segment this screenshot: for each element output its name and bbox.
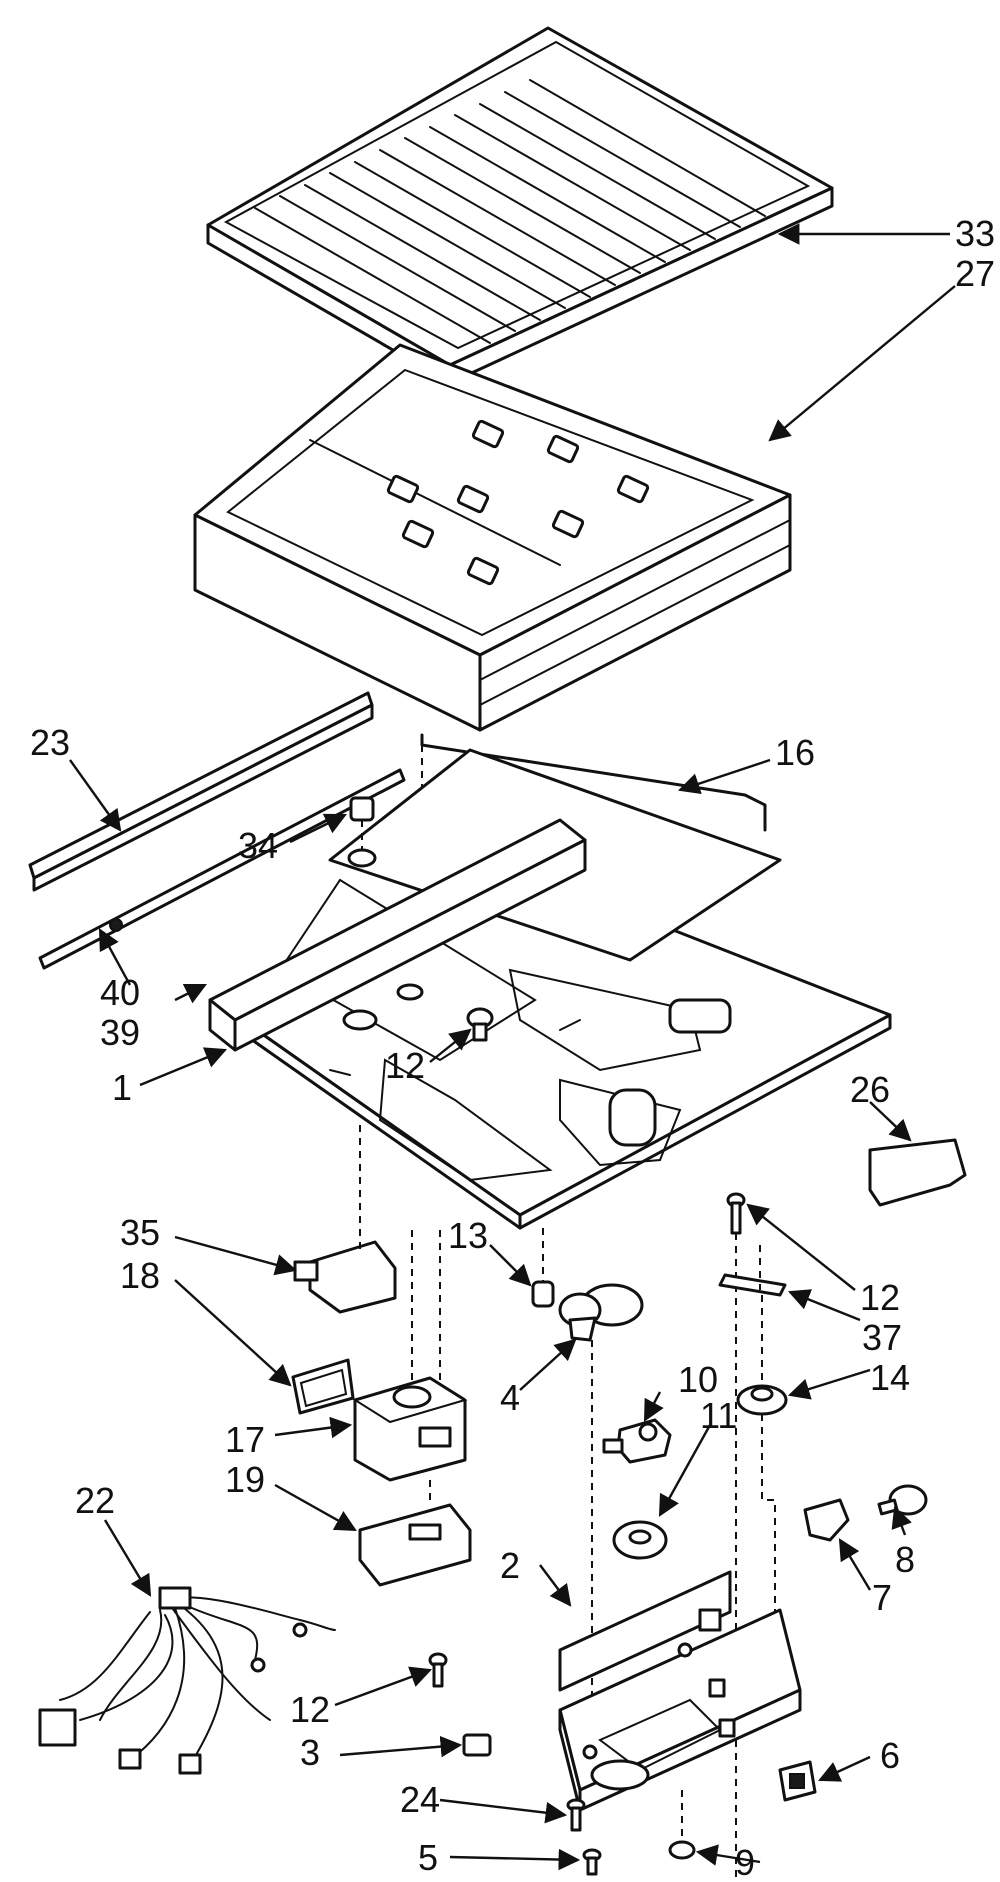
base-bracket-part-2 [558, 1570, 802, 1812]
clip-part-3 [462, 1733, 492, 1757]
screw-part-5 [582, 1848, 602, 1876]
fan-part-4 [558, 1283, 644, 1760]
callout-23: 23 [30, 722, 70, 763]
trim-strip-part-23 [28, 691, 374, 892]
channel-part-39 [208, 818, 587, 1052]
callout-11: 11 [700, 1395, 737, 1436]
motor-part-11 [612, 1520, 668, 1560]
callout-19: 19 [225, 1459, 265, 1500]
callout-12-a: 12 [385, 1045, 425, 1086]
callout-labels: 33 27 23 16 34 40 39 12 1 26 35 18 13 12… [30, 213, 995, 1882]
callout-17: 17 [225, 1419, 265, 1460]
callout-2: 2 [500, 1545, 520, 1586]
callout-12-b: 12 [860, 1277, 900, 1318]
bulb-part-8 [877, 1484, 928, 1516]
screw-part-24 [566, 1798, 586, 1832]
callout-22: 22 [75, 1480, 115, 1521]
callout-16: 16 [775, 732, 815, 773]
callout-33: 33 [955, 213, 995, 254]
lamp-socket-part-7 [803, 1498, 850, 1542]
wire-harness-part-22 [38, 1586, 336, 1775]
pad-part-37 [718, 1245, 787, 1297]
gasket-part-18 [291, 1358, 355, 1415]
nut-part-9 [668, 1790, 696, 1860]
thermostat-part-10 [602, 1418, 672, 1464]
callout-40: 40 [100, 972, 140, 1013]
switch-part-35 [293, 1125, 397, 1314]
callout-39: 39 [100, 1012, 140, 1053]
housing-part-17 [352, 1230, 468, 1482]
callout-1: 1 [112, 1067, 132, 1108]
callout-3: 3 [300, 1732, 320, 1773]
screw-part-12-c [428, 1652, 448, 1688]
callout-12-c: 12 [290, 1689, 330, 1730]
callout-9: 9 [735, 1842, 755, 1882]
switch-part-6 [778, 1760, 817, 1802]
screw-part-12-b [726, 1192, 746, 1882]
bracket-part-26 [868, 1138, 967, 1207]
callout-27: 27 [955, 253, 995, 294]
top-grille-part-33 [206, 26, 834, 385]
nut-part-34 [347, 796, 377, 868]
grommet-part-13 [531, 1228, 555, 1308]
tray-frame-part-27 [193, 343, 792, 732]
callout-8: 8 [895, 1539, 915, 1580]
callout-35: 35 [120, 1212, 160, 1253]
rod-part-16 [420, 733, 767, 832]
callout-34: 34 [238, 825, 278, 866]
callout-4: 4 [500, 1377, 520, 1418]
fan-blade-part-14 [736, 1295, 788, 1650]
callout-13: 13 [448, 1215, 488, 1256]
callout-24: 24 [400, 1779, 440, 1820]
callout-26: 26 [850, 1069, 890, 1110]
callout-10: 10 [678, 1359, 718, 1400]
callout-14: 14 [870, 1357, 910, 1398]
callout-5: 5 [418, 1837, 438, 1878]
callout-7: 7 [872, 1577, 892, 1618]
leader-lines [69, 223, 956, 1871]
screw-part-12-a [466, 1007, 494, 1042]
callout-18: 18 [120, 1255, 160, 1296]
bracket-part-19 [358, 1480, 472, 1587]
callout-37: 37 [862, 1317, 902, 1358]
callout-6: 6 [880, 1735, 900, 1776]
